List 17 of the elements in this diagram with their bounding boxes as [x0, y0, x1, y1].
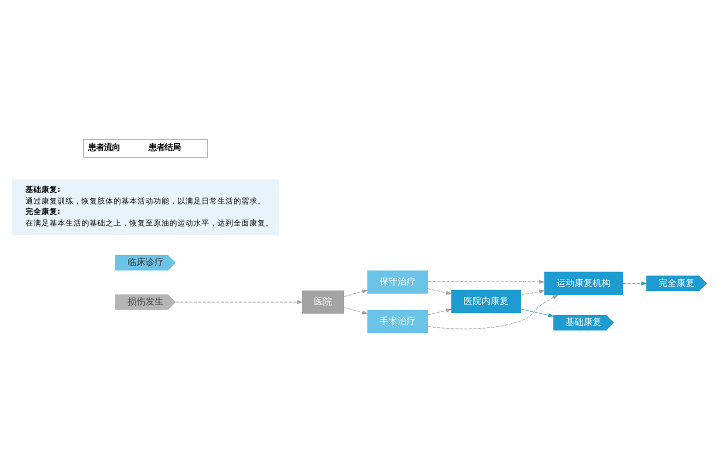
legend-label: 患者流向: [88, 142, 120, 152]
arrow: [428, 294, 559, 330]
arrow: [428, 280, 546, 284]
arrow: [344, 307, 368, 314]
arrow: [428, 308, 452, 315]
node-box: 医院内康复: [451, 290, 521, 314]
legend-label: 患者结局: [148, 142, 181, 152]
arrow: [428, 288, 452, 295]
arrow: [344, 290, 368, 297]
node-box: 医院: [302, 290, 344, 314]
arrow: [520, 290, 546, 296]
arrow: [175, 300, 303, 304]
arrow: [622, 281, 648, 286]
node-box: 手术治疗: [367, 310, 428, 334]
node-box: 运动康复机构: [544, 272, 623, 296]
arrow: [520, 308, 554, 318]
node-box: 保守治疗: [367, 270, 428, 294]
